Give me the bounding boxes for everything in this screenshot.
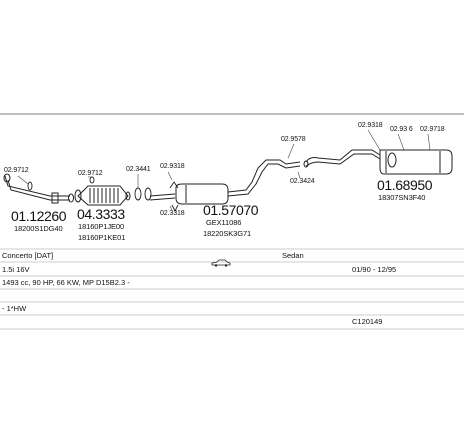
accessory-code[interactable]: 02.3441 [126, 166, 151, 173]
sedan-car-icon [211, 254, 231, 267]
accessory-code[interactable]: 02.93 6 [390, 126, 413, 133]
front-pipe-drawing [3, 173, 74, 204]
accessory-code[interactable]: 02.9578 [281, 136, 306, 143]
leader-lines [17, 129, 431, 211]
oem-reference: 18160P1KE01 [78, 233, 126, 242]
vehicle-body: Sedan [282, 251, 304, 260]
accessory-code[interactable]: 02.9712 [4, 167, 29, 174]
vehicle-model: Concerto [DAT] [2, 251, 54, 260]
vehicle-spec: 1493 cc, 90 HP, 66 KW, MP D15B2.3 - [2, 278, 130, 287]
accessory-code[interactable]: 02.9718 [420, 126, 445, 133]
part-number[interactable]: 01.12260 [11, 208, 67, 224]
reference-code: C120149 [352, 317, 383, 326]
accessory-code[interactable]: 02.9712 [78, 170, 103, 177]
vehicle-years: 01/90 - 12/95 [352, 265, 397, 274]
accessory-code[interactable]: 02.9318 [358, 122, 383, 129]
part-number[interactable]: 01.57070 [203, 202, 259, 218]
info-table-lines [0, 248, 464, 330]
part-number[interactable]: 04.3333 [77, 206, 125, 222]
part-number[interactable]: 01.68950 [377, 177, 433, 193]
oem-reference: 18307SN3F40 [378, 193, 426, 202]
catalytic-converter-drawing [74, 185, 131, 206]
accessory-code[interactable]: 02.3424 [290, 178, 315, 185]
vehicle-note: - 1*HW [2, 304, 27, 313]
oem-reference: 18160P1JE00 [78, 222, 125, 231]
oem-reference: 18220SK3G71 [203, 229, 252, 238]
accessory-code[interactable]: 02.9318 [160, 163, 185, 170]
middle-silencer-drawing [149, 159, 301, 205]
accessory-code[interactable]: 02.3318 [160, 210, 185, 217]
oem-reference: 18200S1DG40 [14, 224, 63, 233]
rear-silencer-drawing [303, 149, 453, 175]
vehicle-engine: 1.5i 16V [2, 265, 30, 274]
oem-reference: GEX11086 [206, 218, 242, 227]
